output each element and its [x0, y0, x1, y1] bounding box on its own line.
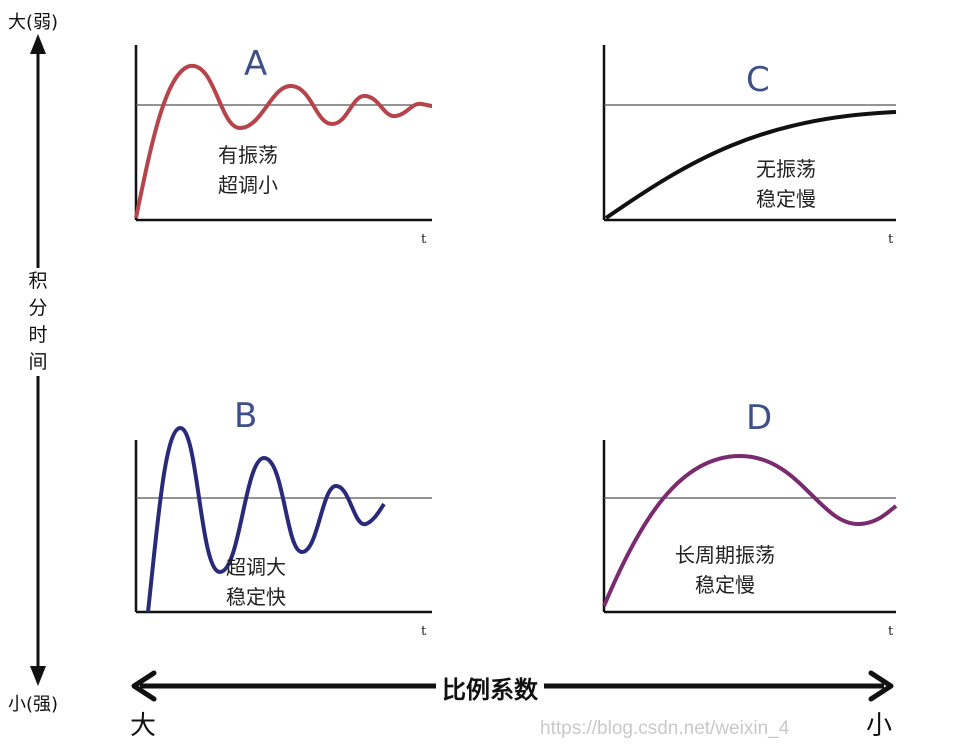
arrow-right-head: [868, 670, 894, 702]
arrow-up-head: [30, 34, 46, 54]
panel-b-letter: B: [234, 396, 258, 436]
horizontal-left-end-label: 大: [130, 711, 157, 741]
vertical-bottom-label: 小(强): [8, 694, 59, 715]
panel-a-caption-line2: 超调小: [218, 173, 278, 197]
panel-d-letter: D: [746, 398, 773, 438]
arrow-down-head: [30, 666, 46, 686]
panel-d-caption: 长周期振荡 稳定慢: [660, 540, 790, 600]
horizontal-right-end-label: 小: [866, 711, 893, 741]
vertical-axis-title: 积 分 时 间: [26, 268, 50, 376]
panel-c-letter: C: [746, 60, 770, 100]
panel-a-t-label: t: [421, 232, 427, 247]
panel-d-response-curve: [602, 453, 898, 607]
panel-b-caption-line2: 稳定快: [226, 585, 286, 609]
panel-d-caption-line1: 长周期振荡: [675, 543, 775, 567]
vertical-title-char: 间: [28, 351, 48, 373]
panel-a-letter: A: [244, 44, 268, 84]
panel-d-t-label: t: [888, 624, 894, 639]
panel-d-caption-line2: 稳定慢: [695, 573, 755, 597]
panel-a-caption-line1: 有振荡: [218, 143, 278, 167]
panel-c-t-label: t: [888, 232, 894, 247]
panel-c-caption-line1: 无振荡: [756, 157, 816, 181]
horizontal-axis-title: 比例系数: [436, 670, 544, 705]
panel-c-caption-line2: 稳定慢: [756, 187, 816, 211]
vertical-top-label: 大(弱): [8, 12, 59, 33]
watermark-text: https://blog.csdn.net/weixin_4: [540, 718, 790, 739]
arrow-left-head: [131, 670, 157, 702]
vertical-title-char: 分: [28, 297, 48, 319]
panel-c-graph: [602, 45, 897, 222]
panel-b-response-curve: [146, 426, 386, 613]
panel-b-caption-line1: 超调大: [226, 555, 286, 579]
vertical-title-char: 积: [28, 270, 48, 292]
panel-c-response-curve: [604, 110, 897, 220]
panel-c-caption: 无振荡 稳定慢: [736, 154, 836, 214]
panel-b-caption: 超调大 稳定快: [208, 552, 304, 612]
panel-a-response-curve: [134, 63, 433, 219]
panel-b-t-label: t: [421, 624, 427, 639]
panel-a-caption: 有振荡 超调小: [200, 140, 296, 200]
panel-d-graph: [602, 440, 898, 614]
panel-b-graph: [134, 426, 432, 614]
panel-a-graph: [134, 45, 433, 222]
vertical-title-char: 时: [28, 324, 48, 346]
